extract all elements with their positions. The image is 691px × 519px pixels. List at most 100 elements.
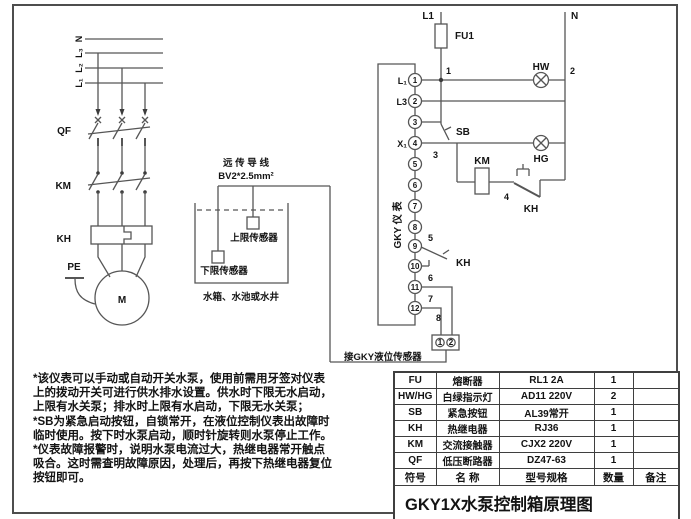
km-contactor-symbol: KM: [55, 171, 151, 226]
header-model: 型号规格: [498, 468, 595, 486]
pe-wire: [74, 278, 96, 305]
cell-model: DZ47-63: [498, 452, 595, 469]
meter-terminal-strip: 1 2 3 4 5 6 7 8 9 10 11 12 L₁ L3 X₁: [396, 72, 423, 316]
hw-lamp-symbol: HW: [533, 62, 550, 89]
sensor-connector: 7 8 1 2 接GKY液位传感器: [330, 286, 460, 363]
cell-model: AL39常开: [498, 404, 595, 421]
cell-model: AD11 220V: [498, 388, 595, 405]
cell-symbol: KH: [393, 420, 437, 437]
terminal-7: 7: [413, 202, 418, 211]
kh-thermal-relay-symbol: KH: [57, 225, 153, 245]
wire-number-2: 2: [570, 66, 575, 76]
cell-symbol: SB: [393, 404, 437, 421]
terminal-4-side-label: X₁: [397, 139, 407, 149]
cell-remark: [632, 404, 680, 421]
fuse-fu1-label: FU1: [455, 31, 474, 42]
header-qty: 数量: [593, 468, 634, 486]
cell-symbol: QF: [393, 452, 437, 469]
table-row: KM 交流接触器 CJX2 220V 1: [393, 436, 680, 453]
control-l1-label: L1: [422, 11, 434, 22]
kh-nc-contact-symbol: KH: [513, 164, 565, 215]
note-line: *SB为紧急启动按钮，自锁常开，在液位控制仪表出故障时: [33, 415, 330, 428]
sensor-connector-label: 接GKY液位传感器: [344, 351, 422, 363]
cell-remark: [632, 371, 680, 389]
terminal-6: 6: [413, 181, 418, 190]
control-circuit: L1 FU1 N 1 2 HW SB 3 HG: [330, 11, 578, 363]
kh-no-contact-symbol: 5 6 KH: [420, 233, 470, 283]
kh-main-label: KH: [57, 234, 71, 245]
hg-lamp-label: HG: [534, 154, 549, 165]
note-line: 按钮即可。: [33, 472, 91, 485]
cell-qty: 1: [593, 436, 634, 453]
wire-number-8: 8: [436, 313, 441, 323]
upper-sensor-label: 上限传感器: [230, 232, 278, 244]
cell-name: 白绿指示灯: [435, 388, 500, 405]
qf-label: QF: [57, 126, 71, 137]
cell-qty: 1: [593, 420, 634, 437]
table-row: KH 热继电器 RJ36 1: [393, 420, 680, 437]
cell-symbol: KM: [393, 436, 437, 453]
cell-remark: [632, 452, 680, 469]
phase-label-l1: L₁: [74, 78, 84, 87]
water-tank: 远 传 导 线 BV2*2.5mm² 上限传感器 下限传感器 水箱、水池或水井: [194, 157, 331, 362]
arrow-icon: [142, 109, 148, 116]
lower-sensor-label: 下限传感器: [200, 265, 248, 277]
sb-label: SB: [456, 127, 470, 138]
cell-name: 低压断路器: [435, 452, 500, 469]
wire-number-5: 5: [428, 233, 433, 243]
header-remark: 备注: [632, 468, 680, 486]
component-table: FU 熔断器 RL1 2A 1 HW/HG 白绿指示灯 AD11 220V 2 …: [393, 371, 680, 519]
tank-walls: [194, 203, 289, 284]
terminal-2-side-label: L3: [396, 97, 407, 107]
note-line: 临时使用。按下时水泵启动，顺时针旋转则水泵停止工作。: [33, 429, 332, 442]
cell-remark: [632, 388, 680, 405]
cell-qty: 1: [593, 404, 634, 421]
sensor-plug-terminal-2: 2: [449, 338, 454, 347]
hg-lamp-symbol: HG: [532, 134, 550, 165]
upper-sensor-icon: [246, 216, 260, 230]
incoming-supply-lines: N L₃ L₂ L₁: [74, 36, 163, 116]
fuse-fu1-symbol: [434, 23, 448, 49]
phase-label-l3: L₃: [74, 48, 84, 58]
terminal-12: 12: [411, 304, 420, 313]
terminal-4: 4: [413, 139, 418, 148]
table-row: QF 低压断路器 DZ47-63 1: [393, 452, 680, 469]
note-line: 上限有水关泵；排水时上限有水启动，下限无水关泵；: [33, 401, 309, 414]
cell-name: 紧急按钮: [435, 404, 500, 421]
remote-cable-spec: BV2*2.5mm²: [218, 171, 273, 182]
cell-symbol: FU: [393, 371, 437, 389]
note-line: 上的拨动开关可进行供水排水设置。供水时下限无水启动，: [33, 387, 332, 400]
note-line: *仪表故障报警时，说明水泵电流过大，热继电器常开触点: [33, 444, 325, 457]
km-coil-label: KM: [474, 156, 490, 167]
arrow-icon: [119, 109, 125, 116]
meter-name-label: GKY 仪 表: [391, 200, 404, 248]
km-main-label: KM: [55, 181, 71, 192]
terminal-5: 5: [413, 160, 418, 169]
table-row: SB 紧急按钮 AL39常开 1: [393, 404, 680, 421]
pe-label: PE: [67, 262, 81, 273]
header-symbol: 符号: [393, 468, 437, 486]
sensor-plug-terminal-1: 1: [438, 338, 443, 347]
cell-symbol: HW/HG: [393, 388, 437, 405]
cell-name: 交流接触器: [435, 436, 500, 453]
cell-remark: [632, 436, 680, 453]
header-name: 名 称: [435, 468, 500, 486]
drawing-title: GKY1X水泵控制箱原理图: [393, 485, 680, 519]
cell-remark: [632, 420, 680, 437]
motor-label: M: [118, 295, 126, 306]
cell-name: 热继电器: [435, 420, 500, 437]
terminal-3: 3: [413, 118, 418, 127]
wire-number-7: 7: [428, 294, 433, 304]
cell-qty: 1: [593, 452, 634, 469]
arrow-icon: [95, 109, 101, 116]
kh-no-label: KH: [456, 258, 470, 269]
lower-sensor-icon: [211, 250, 225, 264]
cell-model: RJ36: [498, 420, 595, 437]
wrap-wire: [377, 63, 416, 326]
wire-number-3: 3: [433, 150, 438, 160]
motor-symbol: M PE: [65, 244, 150, 326]
drawing-border: [12, 4, 678, 514]
terminal-11: 11: [411, 283, 420, 292]
hw-lamp-label: HW: [533, 62, 550, 73]
operating-notes: *该仪表可以手动或自动开关水泵，使用前需用牙签对仪表 上的拨动开关可进行供水排水…: [33, 372, 369, 486]
